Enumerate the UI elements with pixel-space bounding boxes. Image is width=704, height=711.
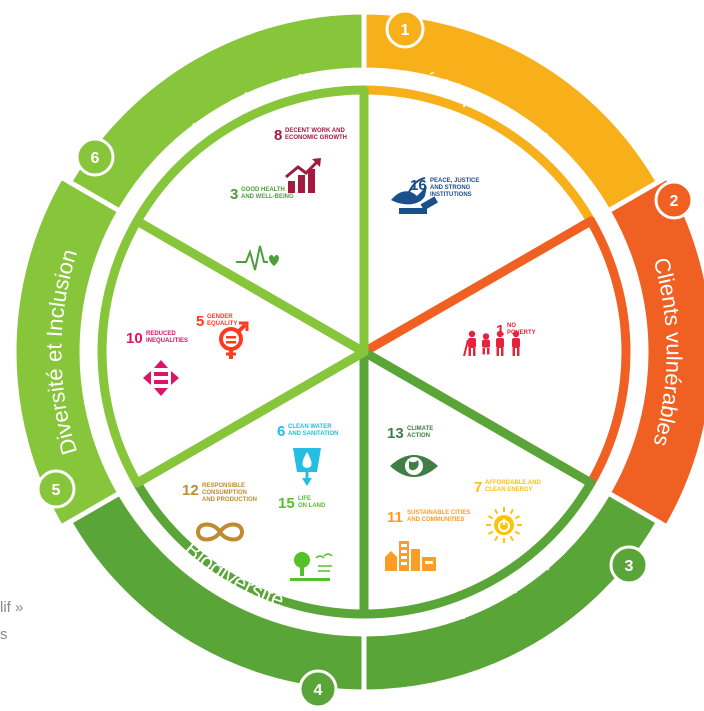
- sdg-number: 5: [196, 313, 204, 330]
- sdg-number: 11: [387, 509, 403, 526]
- inner-wedge-sante: [132, 85, 369, 357]
- svg-text:4: 4: [314, 682, 323, 699]
- infinity-icon: [195, 522, 245, 542]
- sdg-label: AND COMMUNITIES: [407, 517, 464, 523]
- svg-text:3: 3: [625, 558, 634, 575]
- sdg-number: 13: [387, 425, 404, 442]
- sdg-label: AND PRODUCTION: [202, 497, 257, 503]
- sdg-number: 16: [410, 177, 427, 194]
- sdg-label: CLIMATE: [407, 426, 433, 432]
- segment-badge-6: 6: [75, 137, 115, 177]
- eye-globe-icon: [390, 455, 438, 477]
- water-drop-icon: [293, 448, 321, 486]
- segment-badge-1: 1: [385, 9, 425, 49]
- sdg-label: SUSTAINABLE CITIES: [407, 510, 470, 516]
- family-icon: [463, 330, 520, 357]
- sun-power-icon: [486, 507, 522, 543]
- sdg-label: INSTITUTIONS: [430, 192, 472, 198]
- sdg-label: INEQUALITIES: [146, 338, 188, 344]
- ring-segment-diversite: [11, 173, 124, 531]
- background-text-line-2: s: [0, 626, 8, 643]
- sdg-label: AND WELL-BEING: [241, 194, 294, 200]
- city-icon: [385, 541, 436, 571]
- sdg-label: ACTION: [407, 433, 430, 439]
- sdg-label: AND SANITATION: [288, 431, 338, 437]
- sdg-label: AND STRONG: [430, 185, 471, 191]
- svg-text:5: 5: [52, 482, 61, 499]
- background-text-line-1: lif »: [0, 599, 24, 616]
- sdg-label: PEACE, JUSTICE: [430, 178, 479, 184]
- tree-birds-icon: [290, 552, 333, 581]
- inner-wedge-clients: [359, 216, 631, 488]
- svg-text:2: 2: [670, 193, 679, 210]
- sdg-number: 1: [496, 322, 504, 339]
- segment-badge-2: 2: [654, 180, 694, 220]
- inner-wedge-decarbonation: [359, 347, 596, 619]
- sdg-label: DECENT WORK AND: [285, 128, 345, 134]
- sdg-label: AFFORDABLE AND: [485, 480, 541, 486]
- sdg-label: ECONOMIC GROWTH: [285, 135, 347, 141]
- background-text: lif » s: [0, 594, 23, 648]
- sdg-label: POVERTY: [507, 330, 536, 336]
- growth-chart-icon: [285, 158, 321, 193]
- dove-gavel-icon: [391, 177, 438, 214]
- ring-segment-clients: [604, 173, 704, 531]
- sdg-label: CONSUMPTION: [202, 490, 247, 496]
- ring-segment-sante: [66, 9, 367, 215]
- segment-badge-4: 4: [298, 669, 338, 709]
- sdg-label: GOOD HEALTH: [241, 187, 285, 193]
- sdg-label: EQUALITY: [207, 321, 237, 327]
- segment-badge-3: 3: [609, 545, 649, 585]
- sdg-label: NO: [507, 323, 516, 329]
- inner-wedge-ethique: [359, 85, 596, 357]
- heartbeat-icon: [236, 245, 279, 271]
- sdg-label: LIFE: [298, 496, 311, 502]
- inner-wedge-diversite: [97, 216, 369, 488]
- sdg-number: 15: [278, 495, 295, 512]
- reduced-inequalities-icon: [143, 360, 179, 396]
- sdg-label: REDUCED: [146, 331, 176, 337]
- inner-wedge-biodiversite: [132, 347, 369, 619]
- sdg-label: CLEAN WATER: [288, 424, 332, 430]
- gender-equality-icon: [219, 321, 249, 359]
- segment-badge-5: 5: [36, 469, 76, 509]
- sdg-number: 7: [474, 479, 482, 496]
- sdg-number: 12: [182, 482, 199, 499]
- sdg-number: 8: [274, 127, 282, 144]
- sdg-number: 10: [126, 330, 143, 347]
- svg-text:1: 1: [401, 22, 410, 39]
- sdg-number: 6: [277, 423, 285, 440]
- sdg-number: 3: [230, 186, 238, 203]
- sdg-label: ON LAND: [298, 503, 326, 509]
- sdg-label: CLEAN ENERGY: [485, 487, 533, 493]
- sdg-label: GENDER: [207, 314, 233, 320]
- sdg-label: RESPONSIBLE: [202, 483, 245, 489]
- svg-text:6: 6: [91, 150, 100, 167]
